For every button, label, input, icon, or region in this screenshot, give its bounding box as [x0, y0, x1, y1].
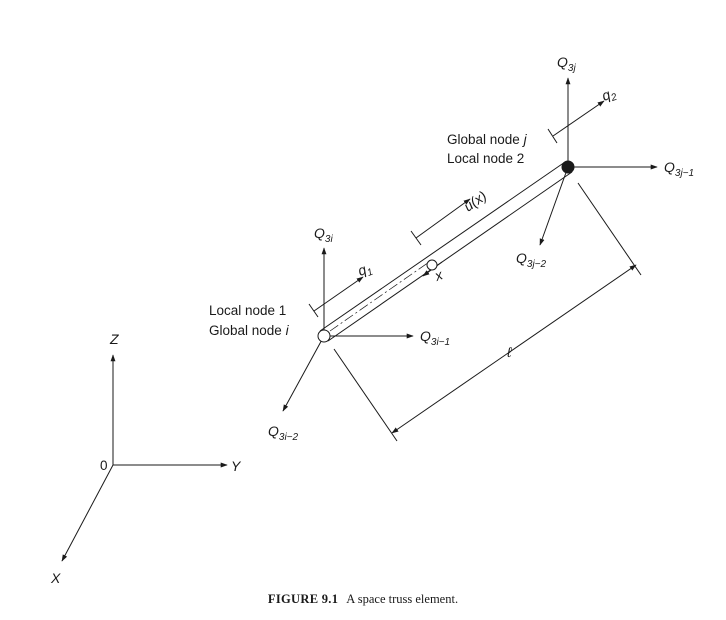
dof-up-label-i: Q3i	[314, 225, 333, 245]
global-axes: 0 Z Y X	[50, 331, 242, 586]
dof-down-arrow-j	[539, 166, 569, 246]
figure-caption-label: FIGURE 9.1	[267, 592, 339, 606]
displacement-label: u(x)	[461, 188, 490, 215]
dof-right-label-i: Q3i−1	[420, 328, 450, 348]
length-label: ℓ	[506, 344, 512, 360]
local-dof-arrow-1	[313, 276, 364, 312]
bar-centerline	[329, 259, 433, 332]
dof-up-label-j: Q3j	[557, 54, 576, 74]
figure-caption: FIGURE 9.1 A space truss element.	[0, 592, 726, 607]
bar-edge-top	[319, 161, 566, 332]
global-node-i-label: Global node i	[209, 323, 290, 338]
local-node-2-label: Local node 2	[447, 151, 524, 166]
local-dof-label-2: q2	[600, 84, 619, 107]
extension-line-j	[577, 182, 642, 276]
bar-edge-bottom	[327, 171, 573, 342]
length-dimension: ℓ	[333, 182, 642, 442]
dof-right-label-j: Q3j−1	[664, 159, 694, 179]
z-axis-label: Z	[109, 331, 119, 347]
origin-label: 0	[100, 458, 108, 473]
node-i-marker	[317, 329, 331, 343]
x-position-label: x	[432, 266, 446, 284]
extension-line-i	[333, 348, 398, 442]
node-j: Q3j Q3j−1 Q3j−2 q2 Global node j Local n…	[447, 54, 694, 270]
displacement-arrow	[415, 198, 471, 239]
dof-down-label-j: Q3j−2	[516, 250, 547, 270]
node-j-marker	[561, 160, 575, 174]
length-arrow	[391, 264, 637, 434]
local-dof-tick-1	[308, 303, 319, 318]
local-dof-tick-2	[547, 128, 558, 144]
y-axis-label: Y	[231, 458, 242, 474]
figure-caption-text: A space truss element.	[346, 592, 459, 606]
local-dof-label-1: q1	[356, 259, 375, 281]
dof-down-arrow-i	[282, 335, 325, 412]
global-node-j-label: Global node j	[447, 132, 528, 147]
truss-element: x u(x)	[319, 161, 573, 342]
node-i: Q3i Q3i−1 Q3i−2 q1 Local node 1 Global n…	[209, 225, 450, 443]
local-dof-arrow-2	[552, 100, 605, 137]
x-axis	[61, 464, 114, 562]
x-axis-label: X	[50, 570, 61, 586]
displacement-tick	[410, 230, 422, 246]
local-node-1-label: Local node 1	[209, 303, 286, 318]
dof-down-label-i: Q3i−2	[268, 423, 299, 443]
